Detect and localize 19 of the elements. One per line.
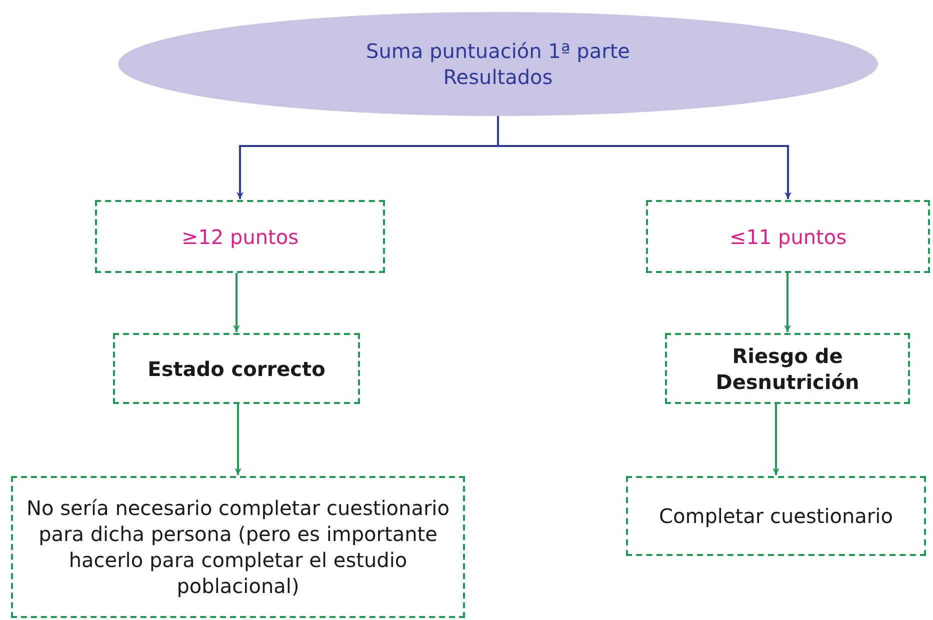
- node-text: No sería necesario completar cuestionario para dicha persona (pero es importante hacerlo para completar el estudio poblacional): [26, 495, 450, 599]
- node-text: Resultados: [443, 64, 553, 90]
- process-box: [646, 200, 930, 273]
- arrow: [784, 273, 791, 332]
- arrow: [772, 404, 780, 475]
- process-box: [626, 476, 926, 556]
- node-text: Estado correcto: [148, 356, 326, 382]
- process-box: [113, 333, 360, 404]
- arrow: [233, 273, 240, 332]
- node-text: ≥12 puntos: [181, 224, 299, 250]
- node-text: Completar cuestionario: [659, 503, 893, 529]
- process-box: [665, 333, 910, 404]
- node-text: ≤11 puntos: [729, 224, 847, 250]
- node-text: Suma puntuación 1ª parte: [366, 38, 630, 64]
- node-text: Riesgo de Desnutrición: [714, 342, 860, 394]
- arrow: [234, 404, 242, 475]
- process-box: [95, 200, 385, 273]
- process-box: [11, 476, 465, 618]
- arrow: [497, 116, 792, 199]
